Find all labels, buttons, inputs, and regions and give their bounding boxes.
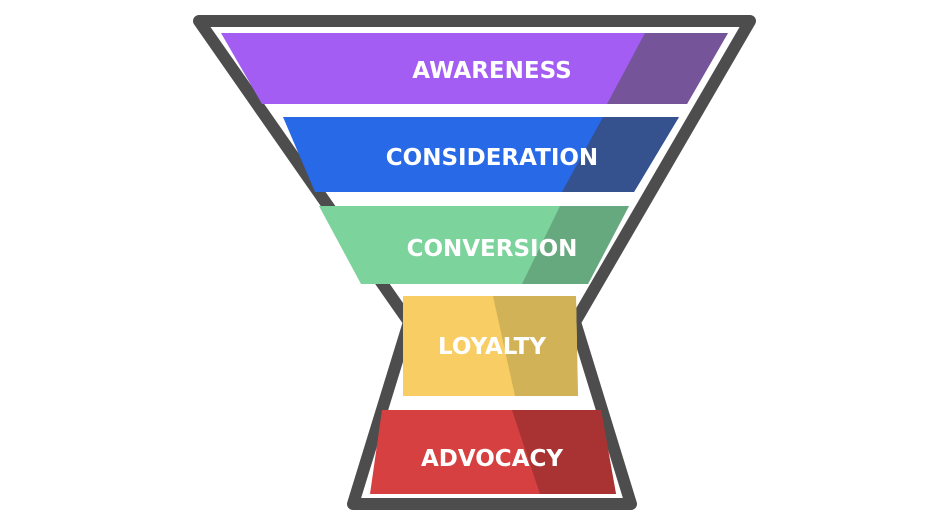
funnel-stage-awareness: AWARENESS (221, 33, 728, 104)
stage-band-awareness (221, 33, 728, 104)
stage-label-consideration: CONSIDERATION (386, 145, 598, 171)
stage-shade-consideration (562, 117, 679, 192)
stage-label-conversion: CONVERSION (407, 236, 578, 262)
stage-shade-awareness (607, 33, 728, 104)
stage-label-awareness: AWARENESS (412, 58, 571, 84)
stage-shade-conversion (522, 206, 629, 284)
stage-label-loyalty: LOYALTY (438, 334, 546, 360)
funnel-stage-conversion: CONVERSION (319, 206, 629, 284)
funnel-stage-loyalty: LOYALTY (403, 296, 578, 396)
stage-shade-advocacy (512, 410, 616, 494)
stage-shade-loyalty (493, 296, 578, 396)
funnel-stage-consideration: CONSIDERATION (283, 117, 679, 192)
funnel-stages: AWARENESS CONSIDERATION CONVERSION LOYALTY A… (221, 33, 728, 494)
funnel-stage-advocacy: ADVOCACY (370, 410, 616, 494)
stage-label-advocacy: ADVOCACY (421, 446, 563, 472)
